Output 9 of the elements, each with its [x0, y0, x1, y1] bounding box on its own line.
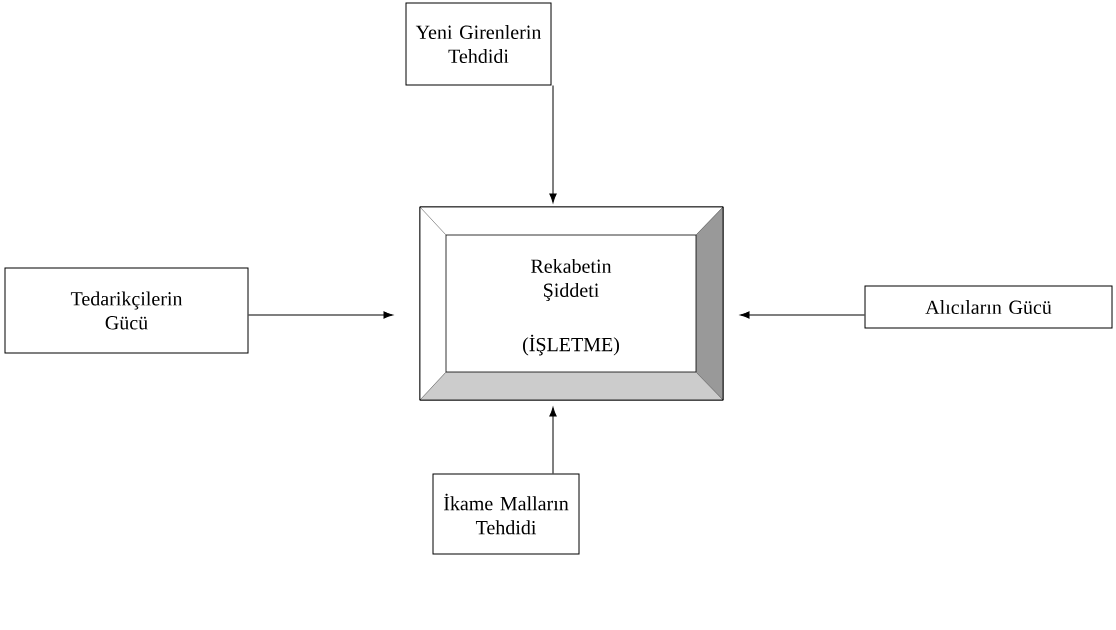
- arrow: [549, 85, 557, 203]
- text-box: Alıcıların Gücü: [864, 285, 1113, 329]
- text-box: Tedarikçilerin Gücü: [4, 267, 249, 354]
- arrow: [740, 311, 865, 319]
- bevel-box: Rekabetin Şiddeti (İŞLETME): [419, 206, 724, 401]
- text-box: İkame Malların Tehdidi: [432, 473, 580, 555]
- arrow: [549, 407, 557, 474]
- text-box: Yeni Girenlerin Tehdidi: [405, 2, 552, 86]
- arrow: [248, 311, 393, 319]
